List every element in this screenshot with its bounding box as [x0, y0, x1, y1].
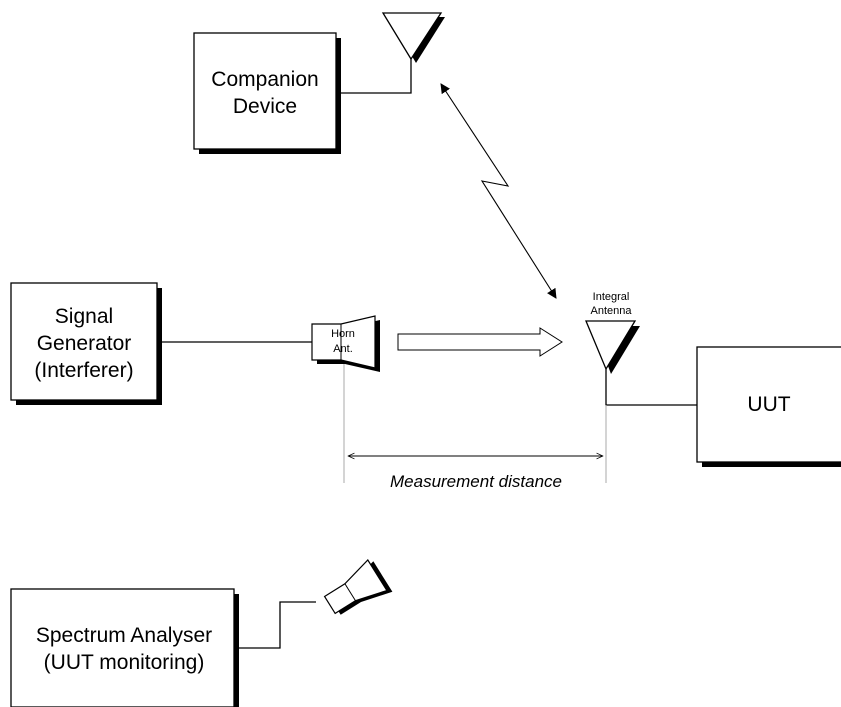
monitoring-horn-antenna-icon: [323, 559, 393, 615]
analyser-cable: [234, 601, 316, 649]
companion-device-label-1: Companion: [211, 68, 318, 91]
spectrum-analyser-label-1: Spectrum Analyser: [36, 624, 212, 647]
measurement-distance-label: Measurement distance: [390, 472, 562, 491]
horn-antenna-label-1: Horn: [331, 328, 355, 340]
signal-generator-label-1: Signal: [55, 305, 113, 328]
spectrum-analyser-label-2: (UUT monitoring): [44, 651, 205, 674]
companion-device-label-2: Device: [233, 95, 297, 118]
integral-antenna-label-1: Integral: [593, 291, 630, 303]
integral-antenna-icon: [585, 320, 698, 406]
signal-generator-label-2: Generator: [37, 332, 132, 355]
companion-device-box: Companion Device: [193, 32, 341, 154]
horn-antenna-icon: Horn Ant.: [311, 315, 380, 372]
horn-antenna-label-2: Ant.: [333, 343, 353, 355]
interference-arrow: [397, 327, 563, 357]
uut-box: UUT: [696, 346, 841, 467]
measurement-distance-indicator: Measurement distance: [343, 364, 607, 491]
companion-antenna-icon: [336, 12, 445, 94]
signal-generator-box: Signal Generator (Interferer): [10, 282, 162, 405]
signal-generator-label-3: (Interferer): [34, 359, 133, 382]
integral-antenna-label-2: Antenna: [591, 305, 633, 317]
wireless-link-arrow: [440, 83, 557, 299]
spectrum-analyser-box: Spectrum Analyser (UUT monitoring): [10, 588, 239, 707]
uut-label: UUT: [747, 393, 790, 416]
